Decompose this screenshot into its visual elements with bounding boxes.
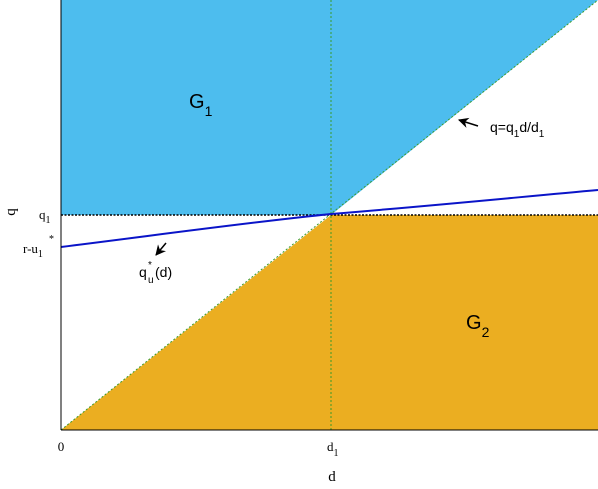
y-tick-q1: q1 (39, 207, 51, 226)
label-g2: G2 (466, 312, 490, 340)
region-g1 (61, 0, 598, 215)
annotation-diagonal: q=q1d/d1 (490, 119, 545, 140)
curve-qu (60, 189, 598, 248)
annotation-curve: q*u(d) (139, 260, 172, 286)
arrow-diagonal (457, 117, 479, 128)
x-axis-label: d (328, 469, 336, 485)
arrow-curve (155, 242, 167, 256)
y-axis-label: q (3, 208, 19, 216)
x-tick-0: 0 (58, 439, 65, 454)
region-g2 (61, 215, 598, 430)
diagonal-line (60, 0, 598, 431)
label-g1: G1 (189, 91, 213, 119)
y-tick-r-u1: r-u1* (23, 234, 54, 260)
x-tick-d1: d1 (327, 439, 339, 459)
